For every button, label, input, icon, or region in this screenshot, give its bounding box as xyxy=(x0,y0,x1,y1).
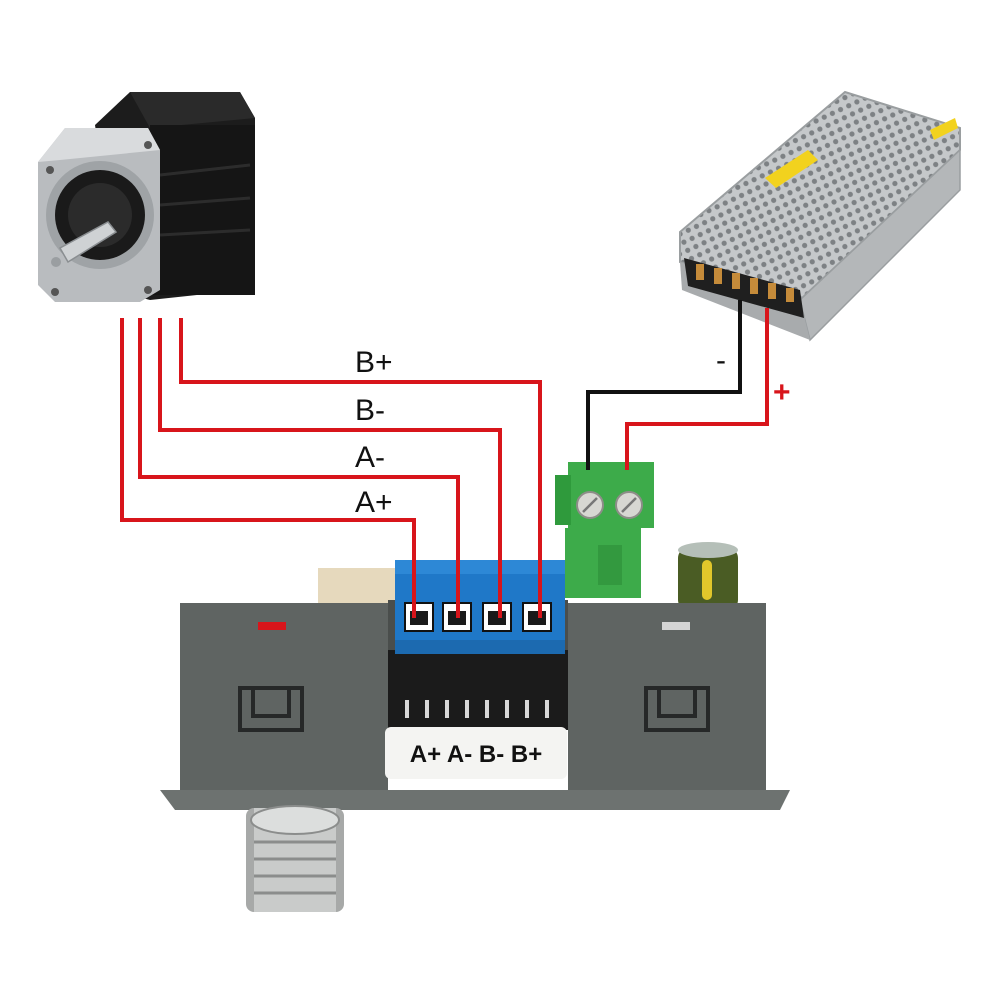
label-a-plus: A+ xyxy=(355,486,393,519)
wire-a-plus xyxy=(120,318,416,618)
wire-a-minus xyxy=(138,318,460,618)
wire-b-minus xyxy=(158,318,502,618)
motor-wires xyxy=(120,318,542,618)
rotary-knob-icon xyxy=(246,805,344,912)
driver-terminal-label: A+ A- B- B+ xyxy=(410,741,542,768)
label-psu-negative: - xyxy=(716,344,726,377)
wire-b-plus xyxy=(179,318,542,618)
power-supply-icon xyxy=(679,90,961,342)
wire-psu-negative xyxy=(586,300,742,470)
label-a-minus: A- xyxy=(355,441,385,474)
power-wires xyxy=(586,300,769,470)
stepper-driver-icon: A+ A- B- B+ xyxy=(160,462,790,810)
label-b-plus: B+ xyxy=(355,346,393,379)
label-psu-positive: + xyxy=(773,376,791,409)
wire-psu-positive xyxy=(625,308,769,470)
label-b-minus: B- xyxy=(355,394,385,427)
stepper-motor-icon xyxy=(38,92,255,302)
